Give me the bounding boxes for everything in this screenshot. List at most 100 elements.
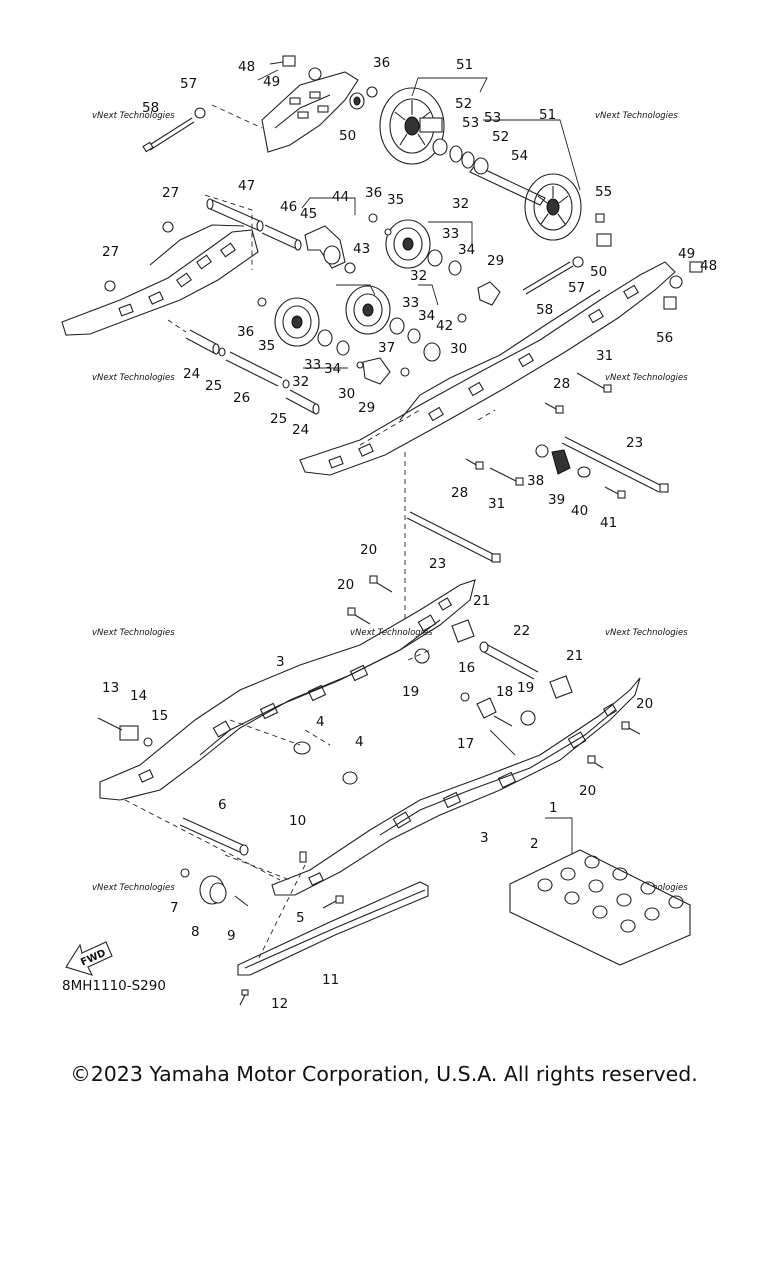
callout-2: 2 — [530, 836, 539, 852]
callout-29: 29 — [358, 400, 375, 416]
callout-32: 32 — [452, 196, 469, 212]
copyright-notice: ©2023 Yamaha Motor Corporation, U.S.A. A… — [70, 1062, 698, 1086]
callout-49: 49 — [678, 246, 695, 262]
callout-32: 32 — [292, 374, 309, 390]
callout-36: 36 — [237, 324, 254, 340]
bolt-5 — [322, 895, 344, 909]
rear-idler-wheel-lower — [524, 173, 582, 241]
watermark: vNext Technologies — [92, 883, 175, 893]
callout-58: 58 — [142, 100, 159, 116]
long-bolt-23-upper — [561, 436, 669, 493]
callout-7: 7 — [170, 900, 179, 916]
watermark: vNext Technologies — [92, 111, 175, 121]
callout-47: 47 — [238, 178, 255, 194]
screw-12 — [239, 989, 249, 1006]
callout-20: 20 — [360, 542, 377, 558]
callout-50: 50 — [590, 264, 607, 280]
callout-45: 45 — [300, 206, 317, 222]
callout-23: 23 — [626, 435, 643, 451]
callout-3: 3 — [276, 654, 285, 670]
long-bolt-upper — [142, 107, 206, 153]
callout-43: 43 — [353, 241, 370, 257]
callout-27: 27 — [162, 185, 179, 201]
watermark: vNext Technologies — [350, 628, 433, 638]
callout-13: 13 — [102, 680, 119, 696]
rear-idler-wheel-upper — [379, 87, 445, 165]
callouts: 48 36 51 57 49 58 52 51 53 53 50 52 54 4… — [102, 55, 717, 1012]
callout-41: 41 — [600, 515, 617, 531]
callout-10: 10 — [289, 813, 306, 829]
callout-6: 6 — [218, 797, 227, 813]
callout-23: 23 — [429, 556, 446, 572]
bolt-48-upper — [282, 55, 378, 98]
callout-24: 24 — [183, 366, 200, 382]
watermarks: vNext Technologies vNext Technologies vN… — [92, 111, 688, 893]
callout-56: 56 — [656, 330, 673, 346]
callout-16: 16 — [458, 660, 475, 676]
callout-30: 30 — [338, 386, 355, 402]
callout-26: 26 — [233, 390, 250, 406]
watermark: vNext Technologies — [92, 628, 175, 638]
watermark: vNext Technologies — [605, 373, 688, 383]
callout-29: 29 — [487, 253, 504, 269]
bumper-14 — [97, 717, 153, 747]
callout-9: 9 — [227, 928, 236, 944]
figure-code: 8MH1110-S290 — [62, 978, 166, 994]
shaft-24-upper — [185, 329, 226, 357]
callout-19: 19 — [517, 680, 534, 696]
wheel-8 — [180, 868, 249, 907]
watermark: vNext Technologies — [595, 111, 678, 121]
callout-14: 14 — [130, 688, 147, 704]
callout-25: 25 — [270, 411, 287, 427]
callout-35: 35 — [387, 192, 404, 208]
callout-18: 18 — [496, 684, 513, 700]
callout-34: 34 — [324, 361, 341, 377]
callout-57: 57 — [180, 76, 197, 92]
bolt-10 — [299, 851, 307, 863]
block-17 — [476, 697, 497, 719]
callout-58: 58 — [536, 302, 553, 318]
callout-54: 54 — [511, 148, 528, 164]
block-21-upper — [451, 619, 475, 643]
callout-30: 30 — [450, 341, 467, 357]
callout-34: 34 — [418, 308, 435, 324]
slide-rail-left-upper — [61, 224, 259, 336]
idler-wheel-32-upper — [385, 219, 462, 276]
slide-runner-11 — [237, 881, 429, 976]
assembly-dash-lines — [167, 104, 496, 620]
bolts-20 — [347, 575, 641, 769]
callout-40: 40 — [571, 503, 588, 519]
callout-42: 42 — [436, 318, 453, 334]
callout-15: 15 — [151, 708, 168, 724]
callout-57: 57 — [568, 280, 585, 296]
shaft-22 — [479, 641, 539, 680]
small-bolts — [104, 213, 703, 499]
callout-31: 31 — [596, 348, 613, 364]
callout-21: 21 — [566, 648, 583, 664]
swing-arm-44 — [304, 225, 356, 274]
callout-31: 31 — [488, 496, 505, 512]
callout-4: 4 — [355, 734, 364, 750]
bearings-collars — [349, 92, 489, 175]
callout-27: 27 — [102, 244, 119, 260]
nut-16 — [460, 692, 470, 702]
callout-21: 21 — [473, 593, 490, 609]
callout-38: 38 — [527, 473, 544, 489]
callout-4: 4 — [316, 714, 325, 730]
idler-wheel-32-mid — [345, 285, 421, 344]
callout-52: 52 — [455, 96, 472, 112]
callout-33: 33 — [442, 226, 459, 242]
callout-17: 17 — [457, 736, 474, 752]
slide-rail-3-right — [271, 677, 641, 896]
long-bolt-58-right — [522, 256, 584, 295]
callout-20: 20 — [636, 696, 653, 712]
rear-axle — [469, 164, 546, 206]
fwd-arrow: FWD — [65, 941, 113, 976]
callout-32: 32 — [410, 268, 427, 284]
callout-46: 46 — [280, 199, 297, 215]
callout-11: 11 — [322, 972, 339, 988]
track-clips-1 — [509, 849, 691, 966]
long-bolt-23-lower — [406, 511, 501, 563]
callout-36: 36 — [373, 55, 390, 71]
callout-24: 24 — [292, 422, 309, 438]
